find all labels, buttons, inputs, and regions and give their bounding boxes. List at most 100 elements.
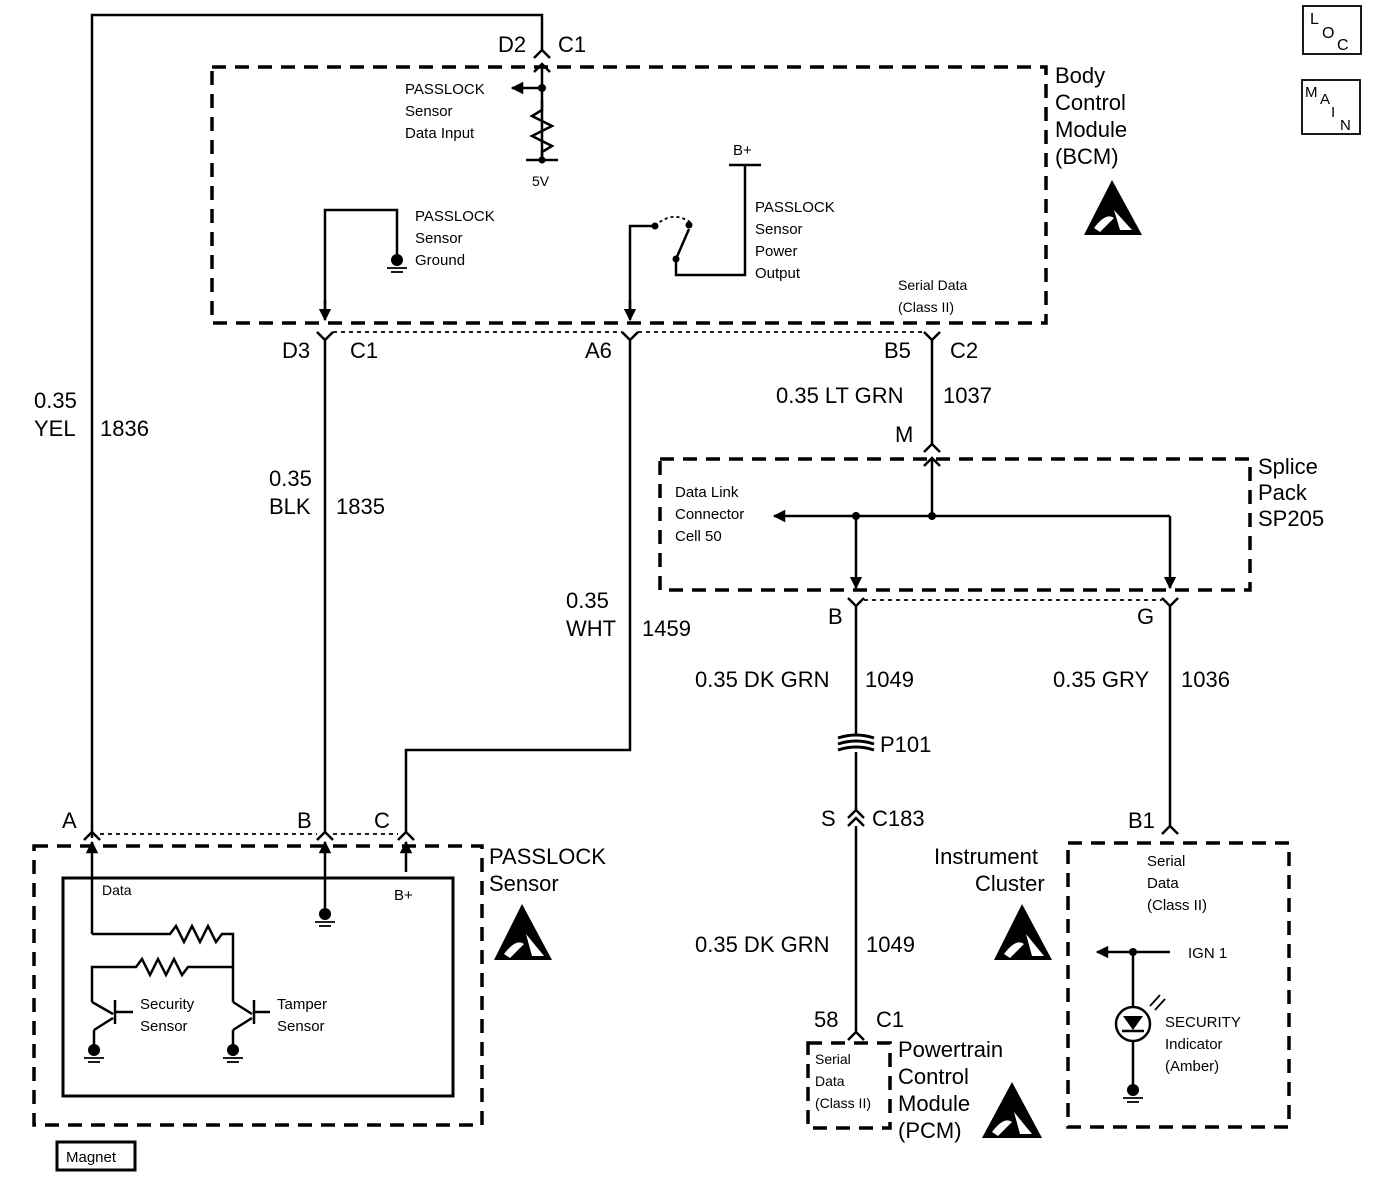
- loc-tag-c: C: [1337, 37, 1349, 54]
- pin-b5-connector: C2: [950, 338, 978, 363]
- switch-contact: [674, 228, 691, 260]
- security-indicator-led-icon: [1114, 994, 1166, 1043]
- yel-gauge: 0.35: [34, 388, 77, 413]
- svg-text:Cluster: Cluster: [975, 871, 1045, 896]
- magnet-label: Magnet: [66, 1149, 117, 1166]
- pin-pcm-58-connector: C1: [876, 1007, 904, 1032]
- loc-tag[interactable]: L O C: [1302, 5, 1362, 55]
- ground-icon: [1123, 1084, 1143, 1103]
- ltgrn-circuit: 1037: [943, 383, 992, 408]
- wht-color: WHT: [566, 616, 616, 641]
- svg-text:Tamper: Tamper: [277, 996, 327, 1013]
- svg-text:Sensor: Sensor: [755, 221, 803, 238]
- sensor-bplus: B+: [394, 887, 413, 904]
- bcm-name: Body Control Module (BCM): [1055, 63, 1127, 169]
- main-tag-a: A: [1320, 91, 1330, 108]
- svg-text:Module: Module: [898, 1091, 970, 1116]
- svg-text:Sensor: Sensor: [415, 230, 463, 247]
- pin-b: B: [828, 604, 843, 629]
- tamper-sensor-label: Tamper Sensor: [277, 996, 327, 1035]
- pullup-resistor: [529, 100, 555, 160]
- dkgrn2-circuit: 1049: [866, 932, 915, 957]
- svg-text:PASSLOCK: PASSLOCK: [755, 199, 835, 216]
- svg-text:Data: Data: [1147, 875, 1179, 892]
- wht-circuit: 1459: [642, 616, 691, 641]
- ground-icon: [315, 908, 335, 927]
- esd-icon: [494, 904, 552, 960]
- pin-d2: D2: [498, 32, 526, 57]
- bcm-bplus: B+: [733, 142, 752, 159]
- esd-icon: [1084, 180, 1142, 235]
- svg-text:Data Input: Data Input: [405, 125, 475, 142]
- blk-circuit: 1835: [336, 494, 385, 519]
- pin-a6: A6: [585, 338, 612, 363]
- svg-text:SECURITY: SECURITY: [1165, 1014, 1241, 1031]
- svg-text:Data Link: Data Link: [675, 484, 739, 501]
- power-output-trace: [674, 165, 747, 277]
- svg-text:Pack: Pack: [1258, 480, 1308, 505]
- svg-text:Control: Control: [898, 1064, 969, 1089]
- svg-text:Data: Data: [815, 1073, 845, 1089]
- pin-a: A: [62, 808, 77, 833]
- pin-b5: B5: [884, 338, 911, 363]
- svg-text:Sensor: Sensor: [405, 103, 453, 120]
- dlc-label: Data Link Connector Cell 50: [675, 484, 744, 545]
- svg-text:Ground: Ground: [415, 252, 465, 269]
- p101-passthrough-icon: [837, 733, 875, 752]
- magnet-box: [55, 1140, 137, 1172]
- svg-text:PASSLOCK: PASSLOCK: [415, 208, 495, 225]
- main-tag-i: I: [1331, 104, 1335, 121]
- sensor-inner-housing: [61, 876, 455, 1098]
- svg-text:Serial: Serial: [1147, 853, 1185, 870]
- svg-text:PASSLOCK: PASSLOCK: [489, 844, 606, 869]
- yel-circuit: 1836: [100, 416, 149, 441]
- main-tag[interactable]: M A I N: [1301, 79, 1361, 135]
- bcm-box: [210, 65, 1048, 325]
- svg-text:Serial: Serial: [815, 1051, 851, 1067]
- cluster-serial-label: Serial Data (Class II): [1147, 853, 1207, 914]
- svg-text:Output: Output: [755, 265, 801, 282]
- pin-d2-connector: C1: [558, 32, 586, 57]
- dkgrn1-label: 0.35 DK GRN: [695, 667, 830, 692]
- dkgrn2-label: 0.35 DK GRN: [695, 932, 830, 957]
- svg-text:(PCM): (PCM): [898, 1118, 962, 1143]
- pcm-box: [806, 1041, 892, 1130]
- security-indicator-label: SECURITY Indicator (Amber): [1165, 1014, 1241, 1075]
- svg-text:Control: Control: [1055, 90, 1126, 115]
- wht-wire[interactable]: [404, 340, 632, 834]
- svg-text:Power: Power: [755, 243, 798, 260]
- loc-tag-o: O: [1322, 25, 1334, 42]
- bcm-5v: 5V: [532, 173, 550, 189]
- cluster-name: Instrument Cluster: [934, 844, 1045, 896]
- svg-text:Module: Module: [1055, 117, 1127, 142]
- dkgrn1-circuit: 1049: [865, 667, 914, 692]
- pin-d3: D3: [282, 338, 310, 363]
- blk-color: BLK: [269, 494, 311, 519]
- passlock-sensor-name: PASSLOCK Sensor: [489, 844, 606, 896]
- esd-icon: [994, 904, 1052, 960]
- pcm-serial-label: Serial Data (Class II): [815, 1051, 871, 1111]
- svg-text:Connector: Connector: [675, 506, 744, 523]
- svg-text:Sensor: Sensor: [140, 1018, 188, 1035]
- p101-label: P101: [880, 732, 931, 757]
- svg-text:Body: Body: [1055, 63, 1105, 88]
- pin-s: S: [821, 806, 836, 831]
- splice-pack-box: [658, 457, 1252, 592]
- sensor-data-label: Data: [102, 882, 132, 898]
- main-tag-n: N: [1340, 117, 1351, 134]
- pin-m: M: [895, 422, 913, 447]
- ltgrn-label: 0.35 LT GRN: [776, 383, 904, 408]
- svg-text:Cell 50: Cell 50: [675, 528, 722, 545]
- pin-pcm-58: 58: [814, 1007, 838, 1032]
- passlock-sensor-box: [32, 844, 484, 1127]
- svg-text:PASSLOCK: PASSLOCK: [405, 81, 485, 98]
- pin-d3-connector: C1: [350, 338, 378, 363]
- main-tag-m: M: [1305, 84, 1318, 101]
- svg-text:Sensor: Sensor: [277, 1018, 325, 1035]
- svg-text:Sensor: Sensor: [489, 871, 559, 896]
- security-sensor-transistor: [84, 1000, 133, 1063]
- tamper-sensor-transistor: [223, 1000, 270, 1063]
- yel-wire[interactable]: [90, 13, 544, 838]
